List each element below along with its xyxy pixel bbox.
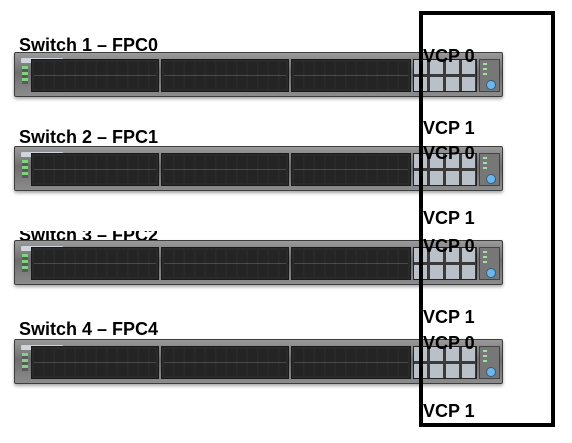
mgmt-button-icon xyxy=(486,174,496,184)
ethernet-port-icon xyxy=(164,349,286,376)
sfp-uplink-port-icon xyxy=(413,346,477,379)
status-led-icon xyxy=(483,68,487,70)
status-led-icon xyxy=(483,63,487,65)
switch-4-chassis xyxy=(14,339,503,384)
sfp-uplink-port-icon xyxy=(413,153,477,186)
ethernet-port-bank-3 xyxy=(291,346,411,379)
ethernet-port-icon xyxy=(34,62,156,89)
switch-4-vcp0-label: VCP 0 xyxy=(423,333,475,353)
switch-1-vcp1-label: VCP 1 xyxy=(423,118,475,138)
ethernet-port-icon xyxy=(294,156,408,183)
ethernet-port-bank-1 xyxy=(31,346,159,379)
switch-4-label: Switch 4 – FPC4 xyxy=(19,319,159,339)
status-led-icon xyxy=(22,353,28,371)
switch-2-label: Switch 2 – FPC1 xyxy=(19,127,159,147)
front-panel xyxy=(479,153,500,186)
status-led-icon xyxy=(483,73,487,75)
mgmt-button-icon xyxy=(486,80,496,90)
virtual-chassis-ring-cable xyxy=(419,11,555,427)
mgmt-button-icon xyxy=(486,268,496,278)
front-panel xyxy=(479,346,500,379)
ethernet-port-icon xyxy=(34,349,156,376)
mgmt-button-icon xyxy=(486,367,496,377)
status-led-icon xyxy=(483,360,487,362)
ethernet-port-bank-2 xyxy=(161,153,289,186)
status-led-icon xyxy=(483,167,487,169)
sfp-uplink-port-icon xyxy=(413,59,477,92)
status-led-icon xyxy=(483,256,487,258)
ethernet-port-icon xyxy=(164,62,286,89)
ethernet-port-icon xyxy=(34,156,156,183)
ethernet-port-bank-1 xyxy=(31,59,159,92)
status-led-icon xyxy=(483,350,487,352)
switch-2-vcp0-label: VCP 0 xyxy=(423,143,475,163)
switch-4-vcp1-label: VCP 1 xyxy=(423,401,475,421)
status-led-icon xyxy=(483,355,487,357)
status-led-icon xyxy=(483,261,487,263)
ethernet-port-bank-3 xyxy=(291,59,411,92)
ethernet-port-bank-3 xyxy=(291,153,411,186)
status-led-icon xyxy=(483,157,487,159)
ethernet-port-bank-1 xyxy=(31,153,159,186)
ethernet-port-bank-2 xyxy=(161,59,289,92)
ethernet-port-bank-2 xyxy=(161,346,289,379)
switch-3-vcp0-label: VCP 0 xyxy=(423,236,475,256)
ethernet-port-icon xyxy=(294,349,408,376)
ethernet-port-icon xyxy=(294,62,408,89)
ethernet-port-bank-3 xyxy=(291,247,411,280)
front-panel xyxy=(479,247,500,280)
front-panel xyxy=(479,59,500,92)
ethernet-port-icon xyxy=(164,156,286,183)
ethernet-port-icon xyxy=(164,250,286,277)
ethernet-port-bank-2 xyxy=(161,247,289,280)
switch-2-vcp1-label: VCP 1 xyxy=(423,208,475,228)
status-led-icon xyxy=(22,254,28,272)
ethernet-port-icon xyxy=(294,250,408,277)
status-led-icon xyxy=(22,160,28,178)
switch-1-label: Switch 1 – FPC0 xyxy=(19,35,159,55)
sfp-uplink-port-icon xyxy=(413,247,477,280)
ethernet-port-bank-1 xyxy=(31,247,159,280)
status-led-icon xyxy=(22,66,28,84)
ethernet-port-icon xyxy=(34,250,156,277)
status-led-icon xyxy=(483,251,487,253)
switch-1-vcp0-label: VCP 0 xyxy=(423,46,475,66)
switch-3-vcp1-label: VCP 1 xyxy=(423,307,475,327)
status-led-icon xyxy=(483,162,487,164)
